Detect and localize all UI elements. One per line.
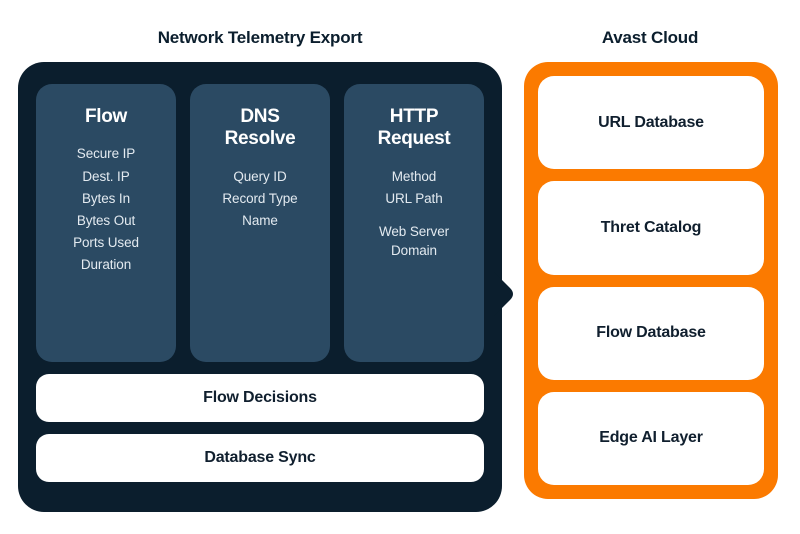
card-field-list: Secure IP Dest. IP Bytes In Bytes Out Po… (73, 144, 139, 274)
asset-cloud-panel: URL Database Thret Catalog Flow Database… (524, 62, 778, 499)
card-field: Name (242, 213, 278, 229)
telemetry-panel: Flow Secure IP Dest. IP Bytes In Bytes O… (18, 62, 502, 512)
card-field-list: Query ID Record Type Name (222, 167, 297, 230)
asset-card-edge-ai-layer[interactable]: Edge AI Layer (538, 391, 764, 485)
card-field: Duration (80, 257, 132, 273)
card-field-list: Method URL Path Web Server Domain (379, 167, 449, 261)
card-field: Secure IP (76, 146, 136, 162)
telemetry-section-title: Network Telemetry Export (157, 28, 363, 47)
card-field: Web Server Domain (378, 224, 450, 259)
card-field: Record Type (222, 190, 298, 206)
card-field: Dest. IP (82, 168, 130, 184)
card-title: Flow (84, 106, 128, 127)
action-bar-database-sync[interactable]: Database Sync (36, 434, 484, 482)
arrow-right-icon (494, 272, 513, 316)
telemetry-card-http-request[interactable]: HTTP Request Method URL Path Web Server … (344, 84, 484, 362)
asset-card-thret-catalog[interactable]: Thret Catalog (538, 181, 764, 275)
card-field: Method (391, 168, 437, 184)
card-title: HTTP Request (377, 106, 451, 150)
asset-card-flow-database[interactable]: Flow Database (538, 286, 764, 380)
telemetry-card-row: Flow Secure IP Dest. IP Bytes In Bytes O… (36, 84, 484, 362)
card-title: DNS Resolve (224, 106, 296, 150)
card-field: Ports Used (73, 235, 139, 251)
card-field: URL Path (385, 190, 443, 206)
card-field: Query ID (233, 168, 287, 184)
telemetry-card-dns-resolve[interactable]: DNS Resolve Query ID Record Type Name (190, 84, 330, 362)
asset-card-url-database[interactable]: URL Database (538, 76, 764, 170)
asset-cloud-section-title: Avast Cloud (601, 28, 699, 47)
card-field: Bytes In (82, 190, 130, 206)
card-field: Bytes Out (76, 212, 136, 228)
action-bar-flow-decisions[interactable]: Flow Decisions (36, 374, 484, 422)
telemetry-card-flow[interactable]: Flow Secure IP Dest. IP Bytes In Bytes O… (36, 84, 176, 362)
